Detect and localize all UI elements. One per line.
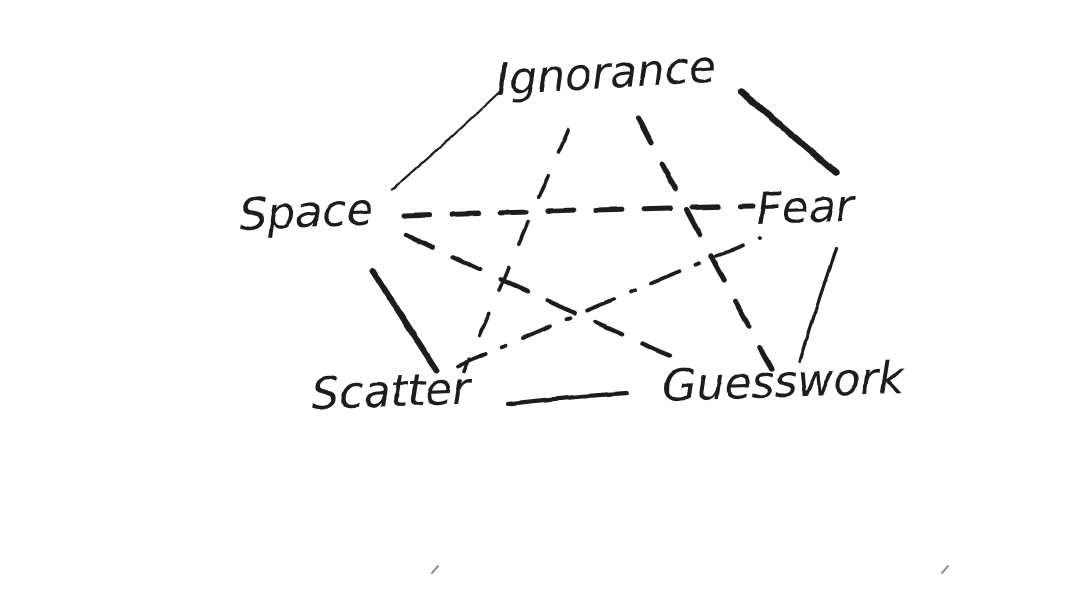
- edge-space-fear: [401, 203, 756, 219]
- node-label-scatter[interactable]: Scatter: [311, 363, 474, 420]
- stray-tick-left: [431, 565, 439, 574]
- edge-space-ignorance: [390, 90, 502, 192]
- stray-tick-right: [941, 565, 949, 574]
- edge-ignorance-guesswork: [635, 115, 775, 372]
- edges-layer: [370, 88, 840, 407]
- node-label-space[interactable]: Space: [238, 184, 374, 241]
- edge-ignorance-scatter: [462, 128, 570, 373]
- stray-marks-layer: [431, 565, 949, 574]
- edge-space-scatter: [370, 268, 440, 374]
- node-label-guesswork[interactable]: Guesswork: [662, 353, 907, 412]
- edge-ignorance-fear: [737, 88, 840, 177]
- edge-space-guesswork: [403, 232, 691, 367]
- edge-scatter-guesswork: [505, 390, 630, 407]
- edge-scatter-fear: [456, 236, 762, 368]
- node-label-ignorance[interactable]: Ignorance: [495, 41, 718, 105]
- edge-fear-guesswork: [798, 247, 838, 363]
- node-label-fear[interactable]: Fear: [756, 181, 858, 235]
